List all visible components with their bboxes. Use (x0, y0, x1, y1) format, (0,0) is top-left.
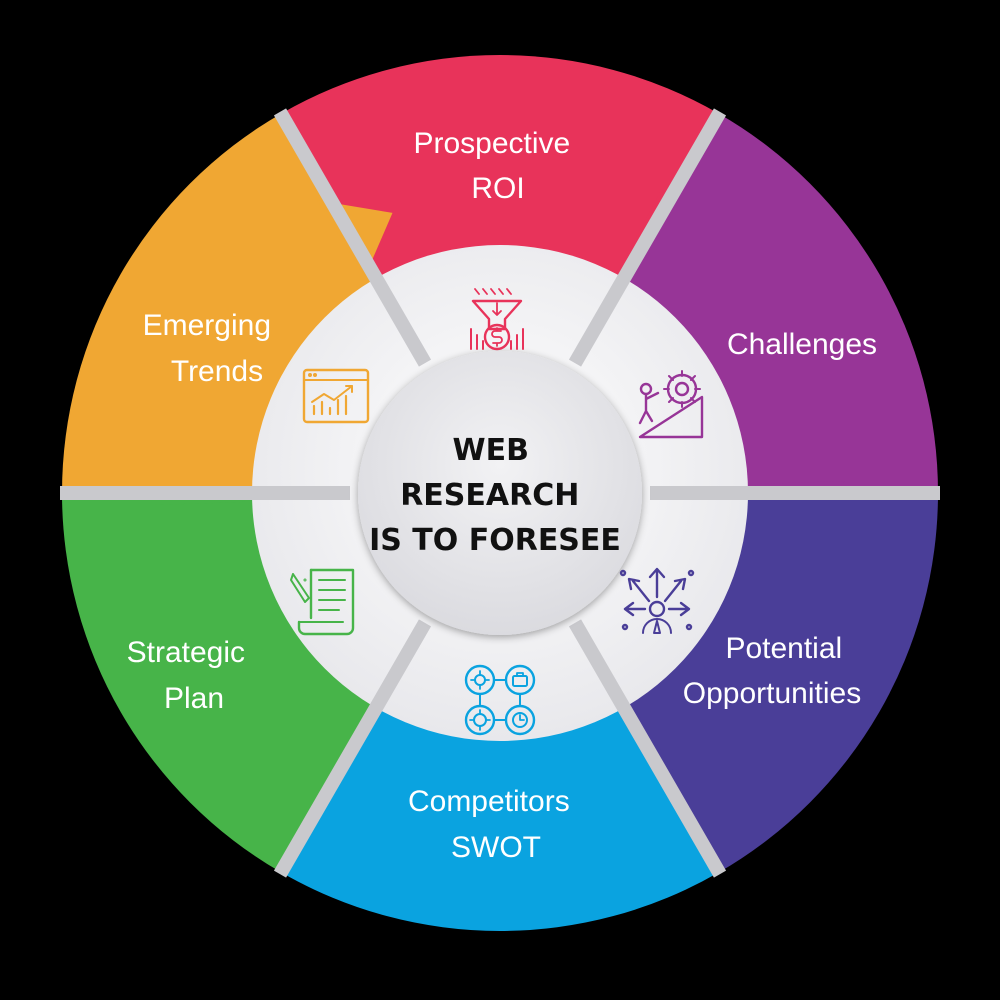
segment-label-line: Plan (164, 682, 224, 715)
climber-gear-icon (638, 370, 704, 439)
segment-label-competitors-swot: Competitors SWOT (408, 785, 578, 864)
segment-label-strategic-plan: Strategic Plan (127, 636, 254, 715)
segment-label-line: Strategic (127, 636, 245, 669)
icons-layer (290, 288, 704, 736)
funnel-money-icon (470, 288, 524, 351)
segment-divider (568, 619, 727, 878)
segment-label-line: SWOT (451, 831, 541, 864)
swot-network-icon (464, 664, 536, 736)
segment-label-emerging-trends: Emerging Trends (143, 309, 280, 388)
segment-label-prospective-roi: Prospective ROI (413, 127, 578, 205)
segment-divider (568, 108, 727, 367)
segment-label-line: Challenges (727, 328, 877, 361)
segment-divider (273, 108, 432, 367)
center-title-line: RESEARCH (400, 478, 579, 513)
segment-label-line: Competitors (408, 785, 570, 818)
segment-label-line: Emerging (143, 309, 271, 342)
dividers-layer (60, 108, 940, 878)
segment-label-challenges: Challenges (727, 328, 877, 361)
center-title-line: WEB (453, 433, 529, 468)
segment-label-line: Potential (725, 632, 842, 665)
segment-label-line: Trends (171, 355, 263, 388)
segment-divider (273, 619, 432, 878)
center-title-line: IS TO FORESEE (369, 523, 621, 558)
person-arrows-icon (619, 567, 695, 634)
growth-chart-icon (302, 368, 370, 424)
segment-label-line: ROI (471, 172, 524, 205)
segment-label-line: Prospective (413, 127, 570, 160)
center-disc (358, 351, 642, 635)
segment-label-potential-opportunities: Potential Opportunities (683, 632, 861, 710)
segment-label-line: Opportunities (683, 677, 861, 710)
center-title: WEB RESEARCH IS TO FORESEE (369, 433, 621, 558)
labels-layer: Prospective ROI Challenges Potential Opp… (127, 127, 877, 864)
checklist-pen-icon (290, 568, 355, 636)
